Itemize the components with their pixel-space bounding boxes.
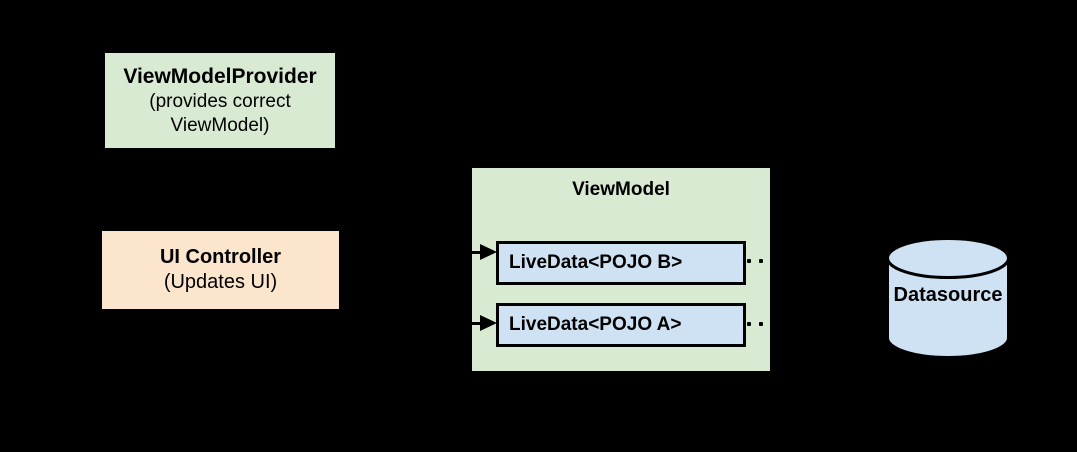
viewmodel-title: ViewModel (572, 179, 670, 200)
livedata-b-arrowhead-icon (480, 244, 497, 260)
livedata-pojo-a-label: LiveData<POJO A> (509, 314, 682, 335)
viewmodelprovider-title: ViewModelProvider (123, 64, 317, 88)
livedata-pojo-b-label: LiveData<POJO B> (509, 252, 683, 273)
livedata-a-arrowhead-icon (480, 315, 497, 331)
livedata-pojo-a-box: LiveData<POJO A> (496, 303, 746, 347)
livedata-b-arrow-line (466, 251, 484, 254)
ui-controller-title: UI Controller (159, 246, 282, 268)
livedata-pojo-b-box: LiveData<POJO B> (496, 241, 746, 285)
livedata-a-dash-dot (759, 322, 763, 326)
viewmodel-box: ViewModel LiveData<POJO B> LiveData<POJO… (472, 168, 770, 371)
ui-controller-subtitle: (Updates UI) (163, 271, 278, 293)
livedata-a-arrow-line (466, 322, 484, 325)
viewmodelprovider-box: ViewModelProvider (provides correct View… (105, 53, 335, 148)
livedata-a-dash-dot (747, 322, 751, 326)
livedata-b-dash-dot (747, 259, 751, 263)
database-cylinder-icon (886, 237, 1010, 359)
datasource-label: Datasource (893, 284, 1003, 306)
datasource-cylinder: Datasource (884, 236, 1012, 360)
ui-controller-box: UI Controller (Updates UI) (102, 231, 339, 309)
viewmodelprovider-subtitle: (provides correct ViewModel) (149, 90, 291, 136)
livedata-b-dash-dot (759, 259, 763, 263)
